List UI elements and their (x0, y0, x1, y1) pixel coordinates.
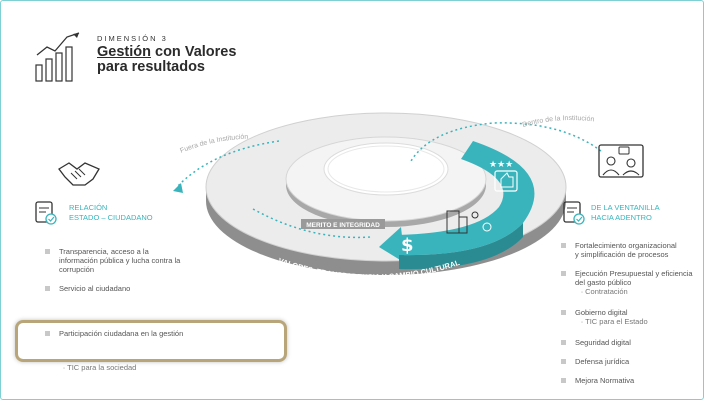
list-item: Ejecución Presupuestal y eficiencia del … (561, 269, 701, 298)
list-item: Servicio al ciudadano (45, 284, 235, 293)
bullet (561, 243, 566, 248)
list-item: Transparencia, acceso a la información p… (45, 247, 235, 274)
document-check-icon (563, 201, 585, 225)
bullet (45, 286, 50, 291)
video-call-icon (598, 144, 644, 178)
bullet (561, 359, 566, 364)
title-line1-rest: con Valores (150, 44, 237, 60)
teal-arrow-depth (399, 223, 523, 270)
handshake-icon (58, 162, 100, 186)
page-title: Gestión con Valores para resultados (97, 45, 236, 75)
svg-text:$: $ (401, 235, 414, 256)
right-section-title: DE LA VENTANILLA HACIA ADENTRO (591, 203, 660, 223)
ring-center-inner (327, 145, 445, 193)
list-item-line: corrupción (59, 265, 95, 274)
list-subitem: TIC para la sociedad (45, 363, 245, 374)
list-item-line: Participación ciudadana en la gestión (59, 329, 184, 338)
left-title-line1: RELACIÓN (69, 203, 108, 212)
inner-ring-text: MERITO E INTEGRIDAD (306, 222, 380, 229)
list-item-line: Transparencia, acceso a la (59, 247, 149, 256)
stars-thumbs-up-icon: ★★★ (489, 160, 518, 192)
title-underlined: Gestión (97, 44, 151, 60)
inner-ring-label-band (301, 219, 385, 229)
bullet (45, 249, 50, 254)
list-item-line: Defensa jurídica (575, 357, 630, 366)
teal-arrow-segment (397, 141, 535, 256)
left-section-title: RELACIÓN ESTADO – CIUDADANO (69, 203, 153, 223)
list-item-line: Mejora Normativa (575, 376, 635, 385)
list-item-line: del gasto público (575, 278, 632, 287)
highlighted-list-item: Participación ciudadana en la gestión (45, 329, 265, 348)
bullet (561, 378, 566, 383)
right-arc-label: Dentro de la Institución (522, 115, 595, 129)
document-check-icon (35, 201, 57, 225)
list-subitem: Contratación (575, 287, 701, 298)
teal-arrow-head (379, 227, 405, 263)
highlight-box (15, 320, 287, 362)
dollar-icon: $ (401, 235, 414, 256)
list-item: Defensa jurídica (561, 357, 701, 366)
bullet (561, 271, 566, 276)
list-item-line: Gobierno digital (575, 308, 628, 317)
bar-chart-icon (35, 32, 80, 82)
bullet (561, 340, 566, 345)
left-title-line2: ESTADO – CIUDADANO (69, 213, 153, 222)
bullet (45, 331, 50, 336)
dimension-label: DIMENSIÓN 3 (97, 34, 168, 43)
list-item-line: información pública y lucha contra la (59, 256, 181, 265)
list-subitem: TIC para el Estado (575, 317, 701, 328)
right-title-line2: HACIA ADENTRO (591, 213, 652, 222)
list-item-line: y simplificación de procesos (575, 250, 669, 259)
left-arrow-head (173, 183, 183, 193)
list-item-line: Ejecución Presupuestal y eficiencia (575, 269, 693, 278)
svg-text:★★★: ★★★ (489, 160, 513, 170)
list-item-line: Seguridad digital (575, 338, 631, 347)
list-item-line: Fortalecimiento organizacional (575, 241, 677, 250)
list-item-line: Servicio al ciudadano (59, 284, 131, 293)
partial-list-item: TIC para la sociedad (45, 363, 245, 374)
list-item: Seguridad digital (561, 338, 701, 347)
list-item: Gobierno digital TIC para el Estado (561, 308, 701, 328)
ring-center (323, 142, 449, 196)
left-list: Transparencia, acceso a la información p… (45, 247, 235, 303)
left-dotted-arrow (176, 140, 280, 188)
list-item: Mejora Normativa (561, 376, 701, 385)
bullet (561, 310, 566, 315)
right-title-line1: DE LA VENTANILLA (591, 203, 660, 212)
title-line2: para resultados (97, 59, 205, 75)
building-person-icon (446, 210, 492, 234)
right-list: Fortalecimiento organizacional y simplif… (561, 241, 701, 395)
list-item: Participación ciudadana en la gestión (45, 329, 265, 338)
list-item: Fortalecimiento organizacional y simplif… (561, 241, 701, 259)
